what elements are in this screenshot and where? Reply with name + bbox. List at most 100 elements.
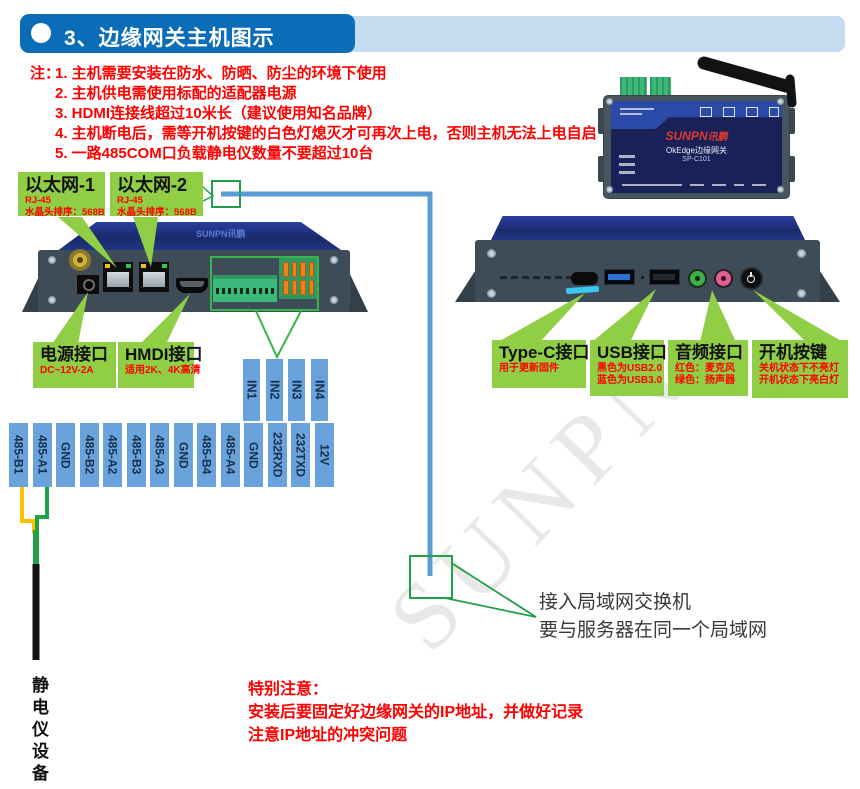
pin-485-b4: 485-B4 bbox=[197, 423, 216, 487]
screw bbox=[777, 98, 784, 105]
pin-in1: IN1 bbox=[243, 359, 260, 421]
terminal-callout-v bbox=[255, 310, 302, 360]
gateway-mount-tab bbox=[788, 108, 795, 134]
lan-connection-note: 接入局域网交换机 要与服务器在同一个局域网 bbox=[539, 589, 767, 645]
special-warning-line1: 安装后要固定好边缘网关的IP地址，并做好记录 bbox=[248, 704, 584, 721]
bottom-port-print bbox=[752, 184, 766, 186]
vent-slot bbox=[500, 276, 507, 279]
label-sub: 关机状态下不亮灯 bbox=[759, 363, 839, 374]
header-bullet-circle bbox=[31, 23, 51, 43]
bottom-port-print bbox=[712, 184, 726, 186]
label-sub: 用于更新固件 bbox=[499, 363, 559, 374]
pin-in2: IN2 bbox=[266, 359, 283, 421]
label-sub: RJ-45 bbox=[25, 195, 51, 206]
power-button bbox=[742, 269, 761, 288]
label-ethernet-2: 以太网-2 RJ-45 水晶头排序：568B bbox=[110, 172, 203, 218]
port-icon bbox=[700, 107, 712, 117]
special-warning-title: 特别注意： bbox=[248, 681, 329, 698]
cable-start-callout-box bbox=[211, 180, 241, 208]
label-sub: 适用2K、4K高清 bbox=[125, 365, 201, 376]
label-title: HMDI接口 bbox=[125, 345, 203, 364]
gateway-mount-tab bbox=[788, 156, 795, 182]
mount-ear bbox=[455, 268, 477, 302]
label-power-key: 开机按键 关机状态下不亮灯 开机状态下亮白灯 bbox=[752, 340, 848, 398]
485-terminal-block bbox=[213, 275, 277, 302]
screw bbox=[606, 98, 613, 105]
pin-gnd: GND bbox=[244, 423, 263, 487]
port-icon bbox=[769, 107, 779, 117]
reset-pinhole bbox=[641, 276, 644, 279]
mount-ear bbox=[818, 268, 840, 302]
speaker-jack bbox=[690, 271, 705, 286]
header-bar-light bbox=[300, 16, 845, 52]
label-sub: 开机状态下亮白灯 bbox=[759, 374, 839, 386]
note-item: 3. HDMI连接线超过10米长（建议使用知名品牌） bbox=[55, 105, 382, 122]
label-title: USB接口 bbox=[597, 343, 667, 362]
note-item: 4. 主机断电后，需等开机按键的白色灯熄灭才可再次上电，否则主机无法上电自启 bbox=[55, 125, 597, 142]
gateway-top-terminal-block bbox=[650, 77, 671, 96]
lan-note-line2: 要与服务器在同一个局域网 bbox=[539, 620, 768, 641]
label-usb-port: USB接口 黑色为USB2.0 蓝色为USB3.0 bbox=[590, 340, 667, 396]
screw bbox=[487, 249, 496, 258]
bottom-port-print bbox=[690, 184, 704, 186]
panel-print bbox=[620, 108, 654, 110]
pin-485-b1: 485-B1 bbox=[9, 423, 28, 487]
bottom-port-print bbox=[734, 184, 744, 186]
pin-gnd: GND bbox=[174, 423, 193, 487]
device-model: SP-C101 bbox=[682, 156, 711, 163]
mic-pinhole bbox=[688, 276, 691, 279]
label-sub: 红色：麦克风 bbox=[675, 363, 735, 374]
gateway-mount-tab bbox=[598, 156, 605, 182]
pin-485-b3: 485-B3 bbox=[127, 423, 146, 487]
mount-ear bbox=[348, 270, 368, 312]
screw bbox=[777, 186, 784, 193]
antenna-joint bbox=[785, 74, 797, 108]
screw bbox=[797, 249, 806, 258]
gateway-mount-tab bbox=[598, 108, 605, 134]
device-brand-logo: SUNPN讯鹏 bbox=[611, 128, 782, 143]
gateway-top-terminal-block bbox=[620, 77, 647, 96]
pin-232txd: 232TXD bbox=[291, 423, 310, 487]
label-title: 电源接口 bbox=[40, 345, 108, 364]
label-sub: 水晶头排序：568B bbox=[25, 206, 105, 218]
vent-slot bbox=[533, 276, 540, 279]
ethernet-port-2 bbox=[139, 262, 169, 292]
device-front-face bbox=[475, 240, 820, 302]
led-label-print bbox=[619, 171, 635, 174]
label-hdmi-port: HMDI接口 适用2K、4K高清 bbox=[118, 342, 203, 388]
port-icon bbox=[746, 107, 758, 117]
pin-in3: IN3 bbox=[288, 359, 305, 421]
screw bbox=[330, 296, 338, 304]
wire-485-b1 bbox=[20, 487, 36, 534]
ethernet-port-1 bbox=[103, 262, 133, 292]
hdmi-port bbox=[176, 278, 208, 293]
pin-485-a2: 485-A2 bbox=[103, 423, 122, 487]
lan-note-line1: 接入局域网交换机 bbox=[539, 592, 692, 613]
vent-slot bbox=[566, 276, 573, 279]
label-sub: DC~12V-2A bbox=[40, 365, 94, 376]
label-title: 音频接口 bbox=[675, 343, 743, 362]
device-top-brand-print: SUNPN讯鹏 bbox=[196, 227, 246, 240]
pin-485-a3: 485-A3 bbox=[150, 423, 169, 487]
label-title: Type-C接口 bbox=[499, 343, 590, 362]
note-item: 2. 主机供电需使用标配的适配器电源 bbox=[55, 85, 297, 102]
vent-slot bbox=[544, 276, 551, 279]
antenna bbox=[697, 56, 793, 93]
antenna-connector bbox=[69, 249, 91, 271]
screw bbox=[330, 256, 338, 264]
usb2-port bbox=[649, 269, 680, 285]
pin-232rxd: 232RXD bbox=[268, 423, 287, 487]
dc-power-jack bbox=[76, 274, 100, 295]
label-sub: 黑色为USB2.0 bbox=[597, 363, 663, 374]
page-title: 3、边缘网关主机图示 bbox=[64, 27, 275, 50]
microphone-jack bbox=[716, 271, 731, 286]
screw bbox=[48, 296, 56, 304]
usb3-port bbox=[604, 269, 635, 285]
type-c-port bbox=[571, 272, 598, 285]
eth2-callout-wedge bbox=[202, 186, 215, 202]
vent-slot bbox=[522, 276, 529, 279]
label-typec-port: Type-C接口 用于更新固件 bbox=[492, 340, 590, 388]
pin-485-b2: 485-B2 bbox=[80, 423, 99, 487]
device-product-name: OkEdge边缘网关 bbox=[666, 146, 727, 155]
